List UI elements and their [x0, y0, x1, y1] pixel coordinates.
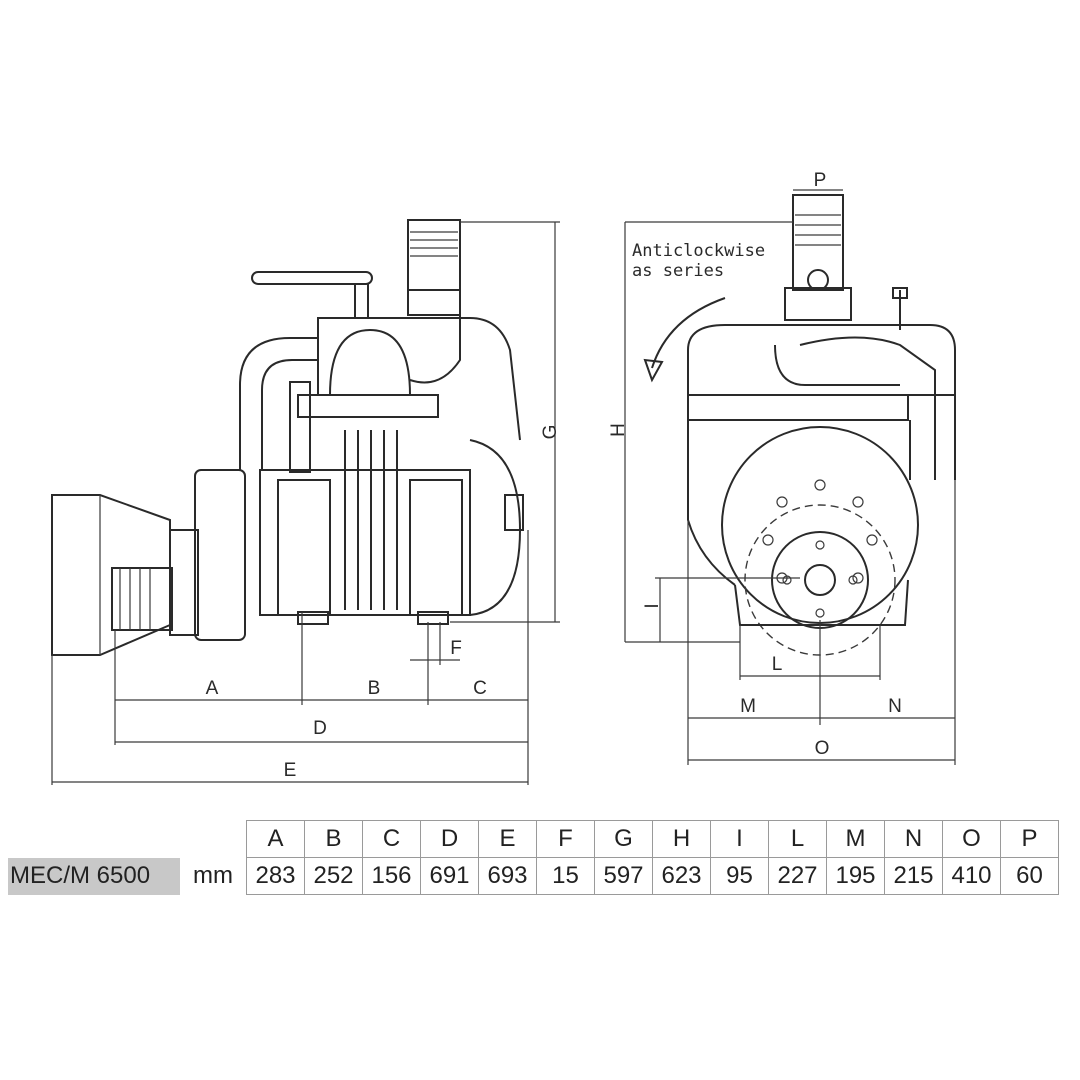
table-header: C: [362, 820, 421, 858]
side-view: [51, 219, 560, 785]
table-cell: 283: [246, 857, 305, 895]
front-view: [624, 189, 956, 765]
table-header: M: [826, 820, 885, 858]
dim-label-l: L: [772, 654, 783, 675]
gear-housing: [194, 469, 246, 641]
table-cell: 597: [594, 857, 653, 895]
table-cell: 95: [710, 857, 769, 895]
technical-drawing: A B C D E F G H I L M N O P Anticlockwis…: [51, 170, 956, 785]
dimension-table: A B C D E F G H I L M N O P MEC/M 6500 m…: [8, 820, 1059, 895]
table-header: A: [246, 820, 305, 858]
table-cell: 693: [478, 857, 537, 895]
table-header: B: [304, 820, 363, 858]
drive-shaft: [111, 567, 173, 631]
table-row: MEC/M 6500 mm 283 252 156 691 693 15 597…: [8, 857, 1059, 895]
front-housing: [687, 324, 956, 480]
unit-label: mm: [193, 862, 233, 889]
table-cell: 156: [362, 857, 421, 895]
dim-label-m: M: [740, 696, 756, 717]
table-header: L: [768, 820, 827, 858]
dim-label-g: G: [540, 425, 561, 440]
table-header: H: [652, 820, 711, 858]
table-cell: 60: [1000, 857, 1059, 895]
table-cell: 691: [420, 857, 479, 895]
dim-label-e: E: [284, 760, 297, 781]
table-cell: 410: [942, 857, 1001, 895]
top-cover: [317, 317, 521, 441]
table-cell: 252: [304, 857, 363, 895]
dim-label-d: D: [313, 718, 327, 739]
table-header: I: [710, 820, 769, 858]
manifold-plate: [297, 394, 439, 418]
rotation-arrow: [651, 297, 726, 369]
table-header: O: [942, 820, 1001, 858]
table-cell: 215: [884, 857, 943, 895]
dim-label-a: A: [206, 678, 219, 699]
dim-label-b: B: [368, 678, 381, 699]
outlet-pipe: [799, 336, 936, 480]
rotation-note-line-2: as series: [632, 261, 724, 281]
table-header: F: [536, 820, 595, 858]
top-flange: [792, 194, 844, 291]
base-foot: [734, 579, 909, 626]
table-cell: 15: [536, 857, 595, 895]
model-name: MEC/M 6500: [8, 857, 180, 895]
table-header: P: [1000, 820, 1059, 858]
table-header: E: [478, 820, 537, 858]
valve-handle: [251, 271, 373, 285]
dim-label-c: C: [473, 678, 487, 699]
inlet-stub: [407, 219, 461, 316]
table-header: N: [884, 820, 943, 858]
table-cell: 623: [652, 857, 711, 895]
table-cell: 195: [826, 857, 885, 895]
table-cell: 227: [768, 857, 827, 895]
pump-body: [259, 469, 471, 616]
rotation-note-line-1: Anticlockwise: [632, 241, 765, 261]
dim-label-o: O: [815, 738, 830, 759]
table-header: G: [594, 820, 653, 858]
rotor-disc: [721, 426, 919, 624]
table-header: D: [420, 820, 479, 858]
dim-label-n: N: [888, 696, 902, 717]
elbow-pipe: [239, 337, 318, 470]
table-header-row: A B C D E F G H I L M N O P: [8, 820, 1059, 858]
dim-label-i: I: [642, 603, 663, 608]
dim-label-f: F: [450, 638, 462, 659]
dim-label-h: H: [608, 423, 629, 437]
dim-label-p: P: [814, 170, 827, 191]
